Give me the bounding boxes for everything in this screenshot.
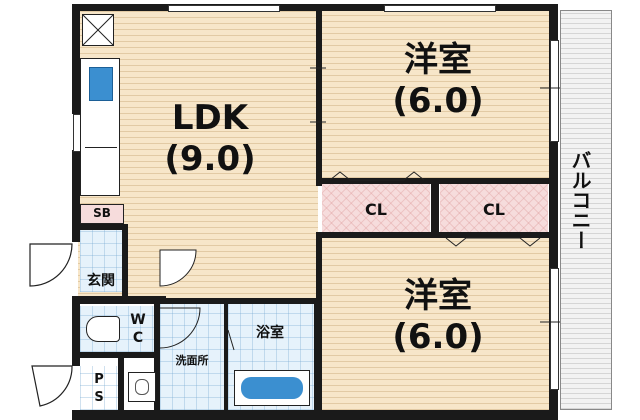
ldk-size: (9.0) <box>164 138 256 179</box>
western-room-1-floor <box>322 10 550 178</box>
bathroom-label: 浴室 <box>256 325 284 341</box>
wall-ldk-room1 <box>316 10 322 186</box>
window-room2-east <box>550 268 559 390</box>
toilet-door-swing <box>159 307 201 349</box>
wall-closet-divider <box>431 184 439 234</box>
window-ldk-top <box>168 5 280 12</box>
bathtub <box>234 370 310 406</box>
kitchen-sink-icon <box>89 67 113 101</box>
western-room-1-label: 洋室 (6.0) <box>368 40 508 122</box>
wall-room1-closets <box>316 178 556 184</box>
wash-basin <box>128 372 156 402</box>
pipe-space-label-s: S <box>94 390 104 405</box>
outer-wall-right <box>549 4 558 420</box>
outer-wall-left-mid <box>72 150 80 242</box>
toilet-fixture <box>86 316 120 342</box>
ps-door-swing <box>31 365 73 407</box>
entrance-door-swing <box>29 243 73 287</box>
bathtub-basin <box>241 377 303 399</box>
window-room1-top <box>384 5 496 12</box>
closet-1-label: CL <box>365 200 387 219</box>
pipe-space-label-p: P <box>94 372 104 387</box>
western-room-2-label: 洋室 (6.0) <box>368 276 508 358</box>
outer-wall-top <box>72 4 558 11</box>
western-room-1-size: (6.0) <box>392 80 484 121</box>
ldk-label: LDK (9.0) <box>150 98 270 180</box>
refrigerator-x-icon <box>82 14 114 46</box>
washroom-floor <box>160 304 224 410</box>
western-room-2-name: 洋室 <box>404 276 472 316</box>
washroom-label: 洗面所 <box>175 354 209 367</box>
outer-wall-left-upper <box>72 4 80 114</box>
shoe-box <box>80 204 124 224</box>
kitchen-counter <box>80 58 120 196</box>
closet-2-label: CL <box>483 200 505 219</box>
wall-ps-right <box>118 358 124 410</box>
balcony-label: バルコニー <box>568 150 592 250</box>
western-room-1-name: 洋室 <box>404 40 472 80</box>
toilet-label-w: W <box>130 312 146 328</box>
closet-2-floor <box>440 184 548 234</box>
balcony-floor <box>560 10 612 410</box>
entrance-floor <box>80 230 122 292</box>
closet-1-doors <box>329 171 425 181</box>
closet-1-floor <box>322 184 430 234</box>
wall-entrance-bottom <box>78 296 166 304</box>
wall-closets-room2 <box>316 232 556 238</box>
refrigerator-space <box>82 14 114 46</box>
pipe-space-floor <box>80 366 120 410</box>
wall-sb-bottom <box>78 224 128 230</box>
western-room-2-size: (6.0) <box>392 316 484 357</box>
shoe-box-label: SB <box>93 206 111 220</box>
stove-area <box>85 147 117 187</box>
bath-door-line <box>227 329 235 351</box>
entrance-label: 玄関 <box>87 273 115 289</box>
closet-2-doors <box>445 237 541 247</box>
outer-wall-left-lower <box>72 296 80 366</box>
window-room1-east <box>550 40 559 142</box>
outer-wall-bottom <box>72 410 558 420</box>
wall-wash-bath <box>224 304 228 410</box>
wall-ldk-south <box>160 298 322 304</box>
wall-entrance-right <box>122 226 128 302</box>
hall-door-swing <box>159 249 197 287</box>
western-room-2-floor <box>322 238 550 410</box>
wall-bath-right <box>314 300 320 412</box>
toilet-label-c: C <box>132 330 144 346</box>
wall-toilet-bottom <box>78 352 158 358</box>
ldk-name: LDK <box>171 98 249 138</box>
